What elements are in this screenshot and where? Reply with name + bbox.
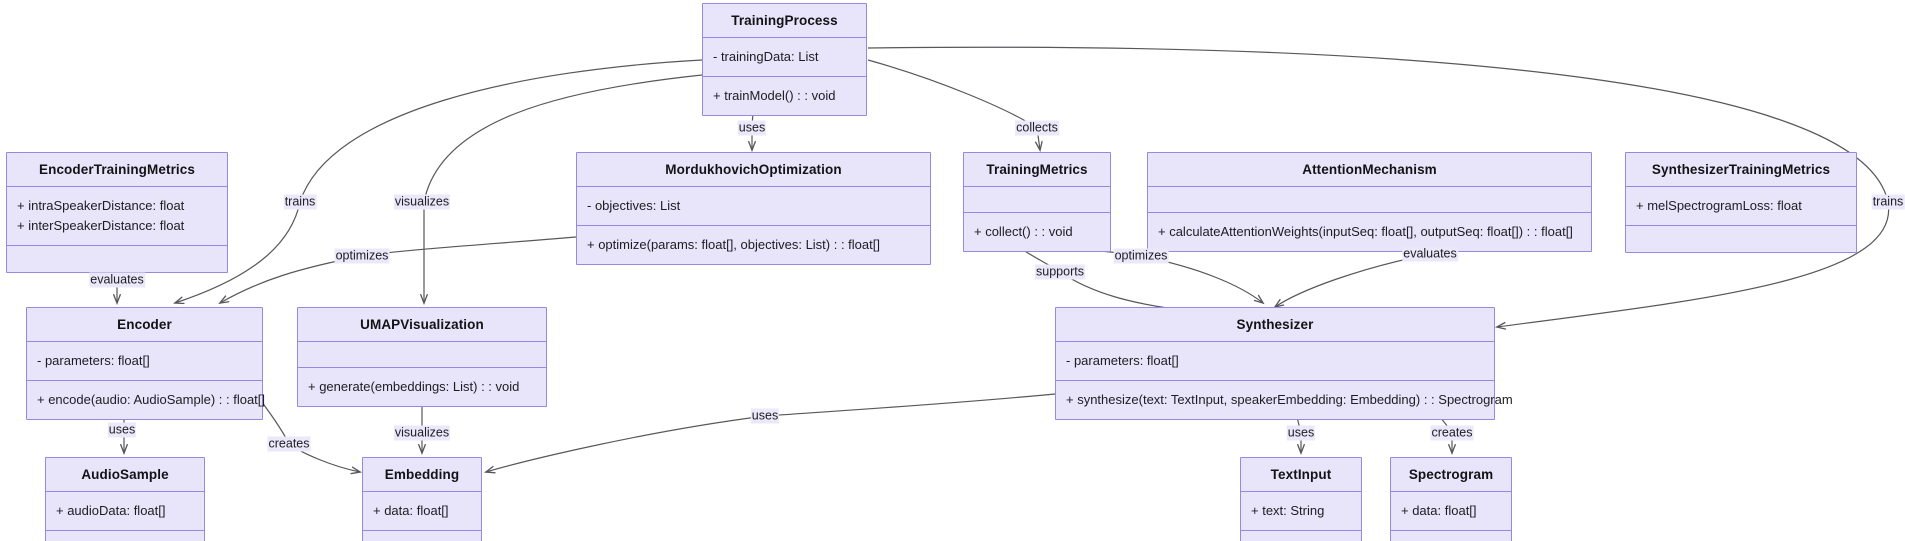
class-title: UMAPVisualization [298,308,546,342]
class-methods [1626,226,1856,252]
class-methods [1241,531,1361,541]
relationship-label: evaluates [1402,246,1458,262]
class-methods: + encode(audio: AudioSample) : : float[] [27,381,266,419]
class-methods: + synthesize(text: TextInput, speakerEmb… [1056,381,1513,419]
attribute-row: + audioData: float[] [56,503,166,518]
method-row: + collect() : : void [974,224,1073,239]
class-title: MordukhovichOptimization [577,153,930,187]
attribute-row: + melSpectrogramLoss: float [1636,198,1802,213]
class-attributes: + text: String [1241,492,1361,532]
relationship-label: uses [1286,425,1316,441]
class-title: Encoder [27,308,262,342]
class-methods: + optimize(params: float[], objectives: … [577,226,930,264]
relationship-label: collects [1015,120,1059,136]
attribute-row: + data: float[] [373,503,449,518]
uml-class-trainingmetrics[interactable]: TrainingMetrics + collect() : : void [963,152,1111,253]
uml-class-embedding[interactable]: Embedding + data: float[] [362,457,482,541]
method-row: + trainModel() : : void [713,88,836,104]
class-methods: + collect() : : void [964,213,1110,251]
class-attributes: + intraSpeakerDistance: float + interSpea… [7,187,227,247]
class-attributes: + data: float[] [363,492,481,532]
class-attributes: - trainingData: List [703,38,866,78]
class-methods [46,531,204,541]
uml-class-trainingprocess[interactable]: TrainingProcess - trainingData: List + tra… [702,3,867,117]
attribute-row: + data: float[] [1401,503,1477,518]
relationship-edge [867,59,1040,150]
class-methods [7,246,227,272]
class-attributes: + data: float[] [1391,492,1511,532]
relationship-edge [175,59,703,303]
class-attributes: - parameters: float[] [1056,342,1494,382]
class-attributes: - objectives: List [577,187,930,227]
class-title: Spectrogram [1391,458,1511,492]
attribute-row: + text: String [1251,503,1325,518]
method-row: + optimize(params: float[], objectives: … [587,237,880,253]
attribute-row: + intraSpeakerDistance: float [17,198,185,213]
relationship-edge [424,74,703,303]
class-title: TextInput [1241,458,1361,492]
method-row: + synthesize(text: TextInput, speakerEmb… [1066,392,1513,408]
relationship-label: visualizes [393,194,451,210]
method-row: + generate(embeddings: List) : : void [308,379,520,394]
class-title: SynthesizerTrainingMetrics [1626,153,1856,187]
class-title: Synthesizer [1056,308,1494,342]
uml-class-encodertrainingmetrics[interactable]: EncoderTrainingMetrics+ intraSpeakerDist… [6,152,228,274]
class-title: EncoderTrainingMetrics [7,153,227,187]
attribute-row: - objectives: List [587,198,681,213]
uml-class-synthesizertrainingmetrics[interactable]: SynthesizerTrainingMetrics + melSpectrogr… [1625,152,1857,254]
class-attributes: - parameters: float[] [27,342,262,382]
class-title: TrainingProcess [703,4,866,38]
class-attributes [298,342,546,368]
class-methods: + calculateAttentionWeights(inputSeq: fl… [1148,213,1591,251]
class-methods: + trainModel() : : void [703,77,866,115]
class-methods [1391,531,1511,541]
relationship-label: evaluates [89,272,145,288]
attribute-row: - parameters: float[] [37,353,150,368]
uml-class-encoder[interactable]: Encoder - parameters: float[] + encode(aud… [26,307,266,421]
relationship-label: optimizes [1113,248,1169,264]
uml-class-umapvisualization[interactable]: UMAPVisualization + generate(embeddings: … [297,307,547,408]
class-title: TrainingMetrics [964,153,1110,187]
relationship-label: trains [283,194,317,210]
uml-class-synthesizer[interactable]: Synthesizer - parameters: float[] + synthe… [1055,307,1513,421]
uml-class-textinput[interactable]: TextInput + text: String [1240,457,1362,541]
class-title: Embedding [363,458,481,492]
class-attributes [964,187,1110,213]
class-title: AttentionMechanism [1148,153,1591,187]
relationship-label: visualizes [393,425,451,441]
relationship-edge [1019,247,1200,312]
class-attributes [1148,187,1591,213]
method-row: + encode(audio: AudioSample) : : float[] [37,392,266,408]
relationship-label: trains [1871,194,1905,210]
uml-class-audiosample[interactable]: AudioSample + audioData: float[] [45,457,205,541]
relationship-edge [220,236,577,303]
attribute-row: - trainingData: List [713,49,819,64]
attribute-row: + interSpeakerDistance: float [17,218,185,234]
class-attributes: + audioData: float[] [46,492,204,532]
relationship-label: supports [1035,264,1085,280]
relationship-edge [486,393,1056,472]
attribute-row: - parameters: float[] [1066,353,1179,368]
uml-class-spectrogram[interactable]: Spectrogram + data: float[] [1390,457,1512,541]
relationship-label: creates [1430,425,1474,441]
relationship-label: optimizes [334,248,390,264]
relationship-label: uses [750,408,780,424]
class-title: AudioSample [46,458,204,492]
relationship-label: uses [737,120,767,136]
relationship-label: uses [107,422,137,438]
method-row: + calculateAttentionWeights(inputSeq: fl… [1158,224,1573,239]
uml-class-attentionmechanism[interactable]: AttentionMechanism + calculateAttentionWe… [1147,152,1592,253]
uml-class-mordukhovichoptimization[interactable]: MordukhovichOptimization - objectives: Li… [576,152,931,266]
relationship-label: creates [267,436,311,452]
class-methods [363,531,481,541]
class-methods: + generate(embeddings: List) : : void [298,368,546,406]
class-attributes: + melSpectrogramLoss: float [1626,187,1856,227]
